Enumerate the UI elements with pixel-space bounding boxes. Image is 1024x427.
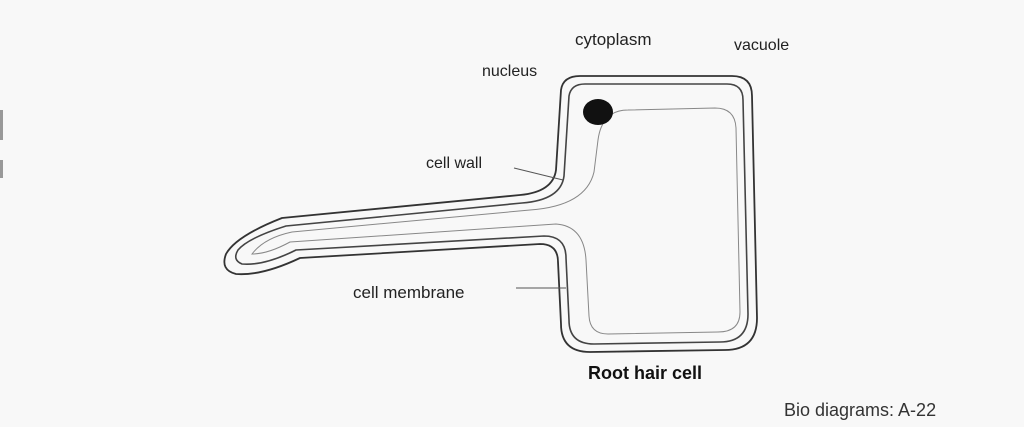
label-vacuole: vacuole xyxy=(734,37,790,54)
label-nucleus: nucleus xyxy=(482,63,538,80)
nucleus-shape xyxy=(583,99,613,125)
left-edge-mark xyxy=(0,110,3,140)
label-cell-wall: cell wall xyxy=(426,155,483,172)
diagram-source-caption: Bio diagrams: A-22 xyxy=(784,400,937,420)
vacuole-outline xyxy=(250,107,741,335)
label-cytoplasm: cytoplasm xyxy=(575,30,652,49)
label-cell-membrane: cell membrane xyxy=(353,283,465,302)
cell-wall-leader-line xyxy=(513,167,564,181)
cell-membrane-outline xyxy=(234,83,749,345)
diagram-title: Root hair cell xyxy=(588,363,703,383)
cell-wall-outline xyxy=(223,75,758,353)
left-edge-mark xyxy=(0,160,3,178)
